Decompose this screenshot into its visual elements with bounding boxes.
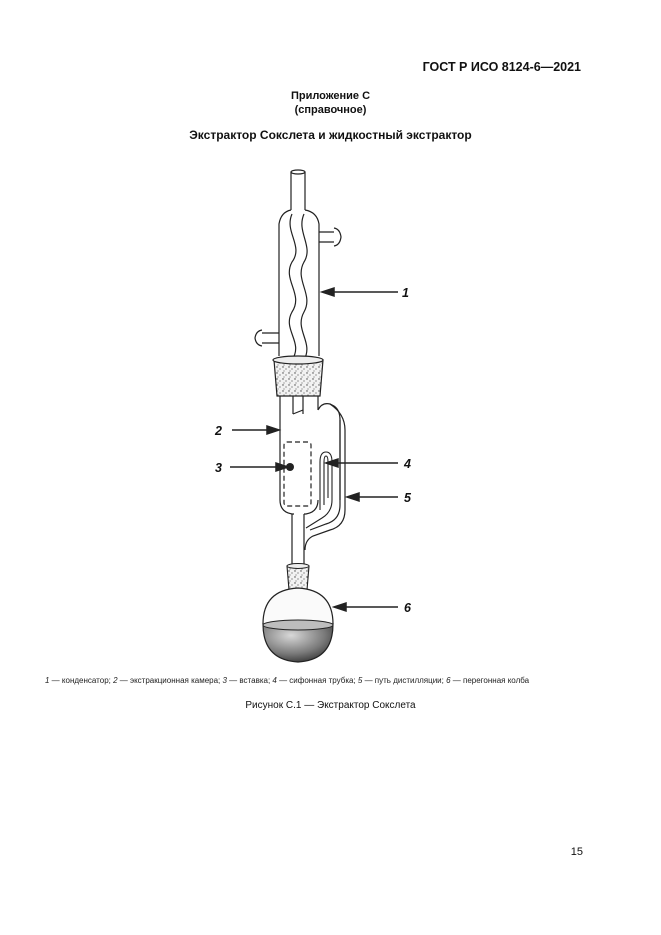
label-6: 6 <box>404 601 412 615</box>
figure-caption: Рисунок С.1 — Экстрактор Сокслета <box>245 700 416 711</box>
extraction-chamber <box>279 396 346 566</box>
thimble-insert <box>283 441 312 507</box>
legend-num-5: 5 <box>357 676 363 685</box>
upper-stopper <box>272 355 324 397</box>
legend-num-4: 4 <box>272 676 277 685</box>
legend-text-4: — сифонная трубка; <box>276 676 358 685</box>
distillation-flask <box>262 587 334 663</box>
appendix-title: Приложение С <box>290 90 371 102</box>
legend-text-6: — перегонная колба <box>450 676 530 685</box>
legend-text-5: — путь дистилляции; <box>362 676 447 685</box>
legend-num-1: 1 <box>45 676 50 685</box>
label-4: 4 <box>403 457 411 471</box>
page-number: 15 <box>570 846 583 858</box>
label-5: 5 <box>404 491 412 505</box>
label-arrows <box>230 286 398 613</box>
legend-text-3: — вставка; <box>226 676 273 685</box>
figure-legend: 1 — конденсатор; 2 — экстракционная каме… <box>45 676 529 685</box>
appendix-subtitle: (справочное) <box>294 104 367 116</box>
legend-text-1: — конденсатор; <box>49 676 114 685</box>
lower-stopper <box>286 563 310 591</box>
section-title: Экстрактор Сокслета и жидкостный экстрак… <box>189 128 472 142</box>
condenser <box>254 169 342 361</box>
legend-text-2: — экстракционная камера; <box>117 676 223 685</box>
label-3: 3 <box>215 461 222 475</box>
label-2: 2 <box>214 424 222 438</box>
standard-number: ГОСТ Р ИСО 8124-6—2021 <box>422 60 581 74</box>
legend-num-3: 3 <box>222 676 227 685</box>
legend-num-2: 2 <box>113 676 118 685</box>
label-1: 1 <box>402 286 409 300</box>
figure-labels: 1 2 3 4 5 6 <box>214 286 412 615</box>
siphon-tube <box>305 451 333 529</box>
legend-num-6: 6 <box>446 676 451 685</box>
